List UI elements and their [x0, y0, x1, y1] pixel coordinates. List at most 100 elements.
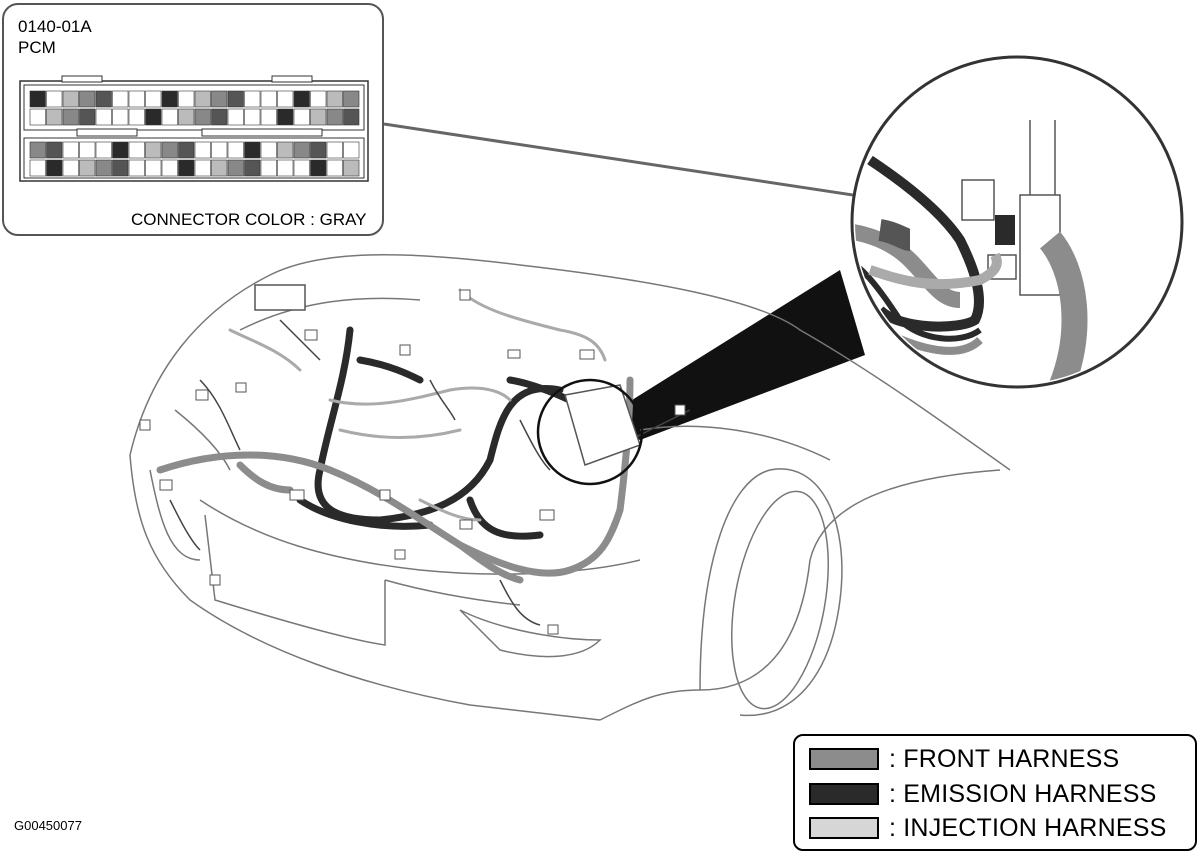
connector-pin [211, 159, 228, 177]
connector-pin [277, 108, 294, 126]
connector-pin [79, 108, 96, 126]
connector-pin [46, 108, 63, 126]
legend-item-emission: : EMISSION HARNESS [809, 779, 1157, 809]
connector-pin [95, 108, 112, 126]
connector-pin [95, 90, 112, 108]
connector-pin [145, 108, 162, 126]
connector-pin [46, 90, 63, 108]
connector-pin [277, 90, 294, 108]
connector-pin [145, 90, 162, 108]
connector-pin [244, 159, 261, 177]
pcm-connector-inset: 0140-01A PCM CONNECTOR COLOR : GRAY [2, 3, 384, 236]
connector-pin [161, 141, 178, 159]
connector-pin [326, 141, 343, 159]
connector-pin [326, 90, 343, 108]
legend-label-injection: : INJECTION HARNESS [889, 813, 1167, 842]
connector-pin [343, 90, 360, 108]
connector-pin [112, 159, 129, 177]
legend-item-injection: : INJECTION HARNESS [809, 813, 1166, 843]
connector-pin [112, 90, 129, 108]
emission-harness-swatch [809, 783, 879, 805]
connector-pinout [19, 75, 369, 182]
connector-pin [46, 141, 63, 159]
connector-pin [62, 159, 79, 177]
connector-pin [326, 159, 343, 177]
connector-pin [293, 141, 310, 159]
connector-pin [227, 90, 244, 108]
connector-pin [244, 108, 261, 126]
connector-pin [194, 159, 211, 177]
connector-pin [293, 159, 310, 177]
connector-pin [145, 159, 162, 177]
connector-pin [211, 141, 228, 159]
zoom-cone [600, 270, 865, 440]
connector-pin [79, 159, 96, 177]
connector-pin [244, 90, 261, 108]
connector-pin [112, 108, 129, 126]
pcm-module [536, 378, 644, 486]
connector-pin [62, 141, 79, 159]
connector-pin [277, 141, 294, 159]
connector-pin [128, 141, 145, 159]
connector-pin [343, 159, 360, 177]
injection-harness [228, 288, 607, 522]
connector-pin [194, 141, 211, 159]
connector-pin [244, 141, 261, 159]
connector-pin [178, 90, 195, 108]
connector-pin [95, 141, 112, 159]
connector-pin [161, 90, 178, 108]
legend-item-front: : FRONT HARNESS [809, 744, 1119, 774]
connector-pin [178, 159, 195, 177]
connector-pin [211, 108, 228, 126]
connector-pin [260, 90, 277, 108]
connector-pin [29, 159, 46, 177]
connector-pin [161, 159, 178, 177]
connector-pin [62, 90, 79, 108]
connectors [139, 289, 686, 635]
connector-pin [260, 108, 277, 126]
connector-pin [293, 90, 310, 108]
connector-pin [128, 90, 145, 108]
connector-pin [227, 159, 244, 177]
connector-pin [79, 90, 96, 108]
component-name: PCM [18, 38, 56, 57]
connector-pin [95, 159, 112, 177]
connector-pin [62, 108, 79, 126]
connector-pin [293, 108, 310, 126]
connector-pin [79, 141, 96, 159]
connector-pin [145, 141, 162, 159]
front-harness-swatch [809, 748, 879, 770]
connector-pin [310, 90, 327, 108]
connector-pin [161, 108, 178, 126]
connector-pin [310, 141, 327, 159]
connector-color-note: CONNECTOR COLOR : GRAY [131, 210, 367, 229]
connector-pin [326, 108, 343, 126]
connector-pin [46, 159, 63, 177]
legend-label-front: : FRONT HARNESS [889, 744, 1120, 773]
connector-pin [310, 108, 327, 126]
connector-pin [128, 108, 145, 126]
connector-pin [29, 141, 46, 159]
relay-box [254, 284, 306, 311]
connector-pin [112, 141, 129, 159]
connector-pin [260, 141, 277, 159]
connector-pin [227, 108, 244, 126]
connector-pin [178, 141, 195, 159]
connector-pin [178, 108, 195, 126]
legend-label-emission: : EMISSION HARNESS [889, 779, 1157, 808]
connector-pin [29, 90, 46, 108]
figure-id: G00450077 [14, 818, 82, 833]
car-body-outline [129, 254, 1011, 721]
connector-pin [29, 108, 46, 126]
connector-pin [227, 141, 244, 159]
connector-code: 0140-01A [18, 17, 92, 36]
connector-pin [343, 108, 360, 126]
connector-pin [211, 90, 228, 108]
connector-pin [194, 108, 211, 126]
connector-pin [194, 90, 211, 108]
connector-pin [128, 159, 145, 177]
connector-pin [310, 159, 327, 177]
harness-legend: : FRONT HARNESS : EMISSION HARNESS : INJ… [793, 734, 1197, 851]
